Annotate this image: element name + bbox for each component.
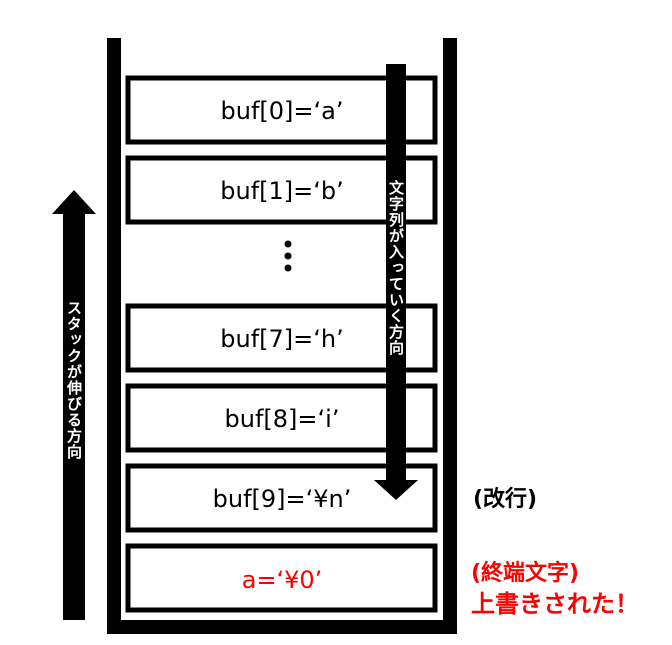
stack-growth-arrow: スタックが伸びる方向: [52, 190, 96, 620]
write-direction-label: 文字列が入っていく方向: [387, 179, 405, 356]
arrow-shaft: [386, 64, 406, 482]
overwritten-note: 上書きされた！: [471, 590, 639, 618]
memory-cell-0: buf[0]=‘a’: [125, 75, 438, 145]
newline-note: (改行): [473, 486, 537, 512]
memory-cell-1: buf[1]=‘b’: [125, 155, 438, 225]
memory-cell-8: buf[8]=‘i’: [125, 383, 438, 453]
arrow-shaft: [63, 212, 85, 620]
cell-box: [125, 383, 438, 453]
cell-label: buf[1]=‘b’: [220, 177, 344, 205]
memory-cell-7: buf[7]=‘h’: [125, 303, 438, 373]
ellipsis-dot: [284, 264, 292, 272]
ellipsis-dot: [284, 252, 292, 260]
cell-label: buf[7]=‘h’: [220, 325, 343, 353]
stack-right-wall: [443, 38, 457, 634]
cell-box: [125, 75, 438, 145]
memory-cell-a: a=‘¥0’: [125, 543, 438, 613]
cell-box: [125, 543, 438, 613]
arrow-head: [374, 480, 418, 500]
cell-box: [125, 463, 438, 533]
cell-label: buf[8]=‘i’: [225, 405, 340, 433]
cell-label: buf[0]=‘a’: [221, 97, 344, 125]
stack-left-wall: [107, 38, 121, 634]
ellipsis-dot: [284, 240, 292, 248]
ellipsis-dots: [284, 240, 292, 272]
cell-label-overwritten: a=‘¥0’: [242, 566, 323, 594]
cell-box: [125, 303, 438, 373]
terminator-note: (終端文字): [471, 560, 579, 586]
stack-growth-label: スタックが伸びる方向: [65, 300, 83, 460]
stack-frame: [107, 38, 457, 634]
write-direction-arrow: 文字列が入っていく方向: [374, 64, 418, 500]
cell-box: [125, 155, 438, 225]
memory-cell-9: buf[9]=‘¥n’: [125, 463, 438, 533]
cell-label: buf[9]=‘¥n’: [213, 485, 352, 513]
stack-bottom-wall: [107, 620, 457, 634]
arrow-head: [52, 190, 96, 214]
